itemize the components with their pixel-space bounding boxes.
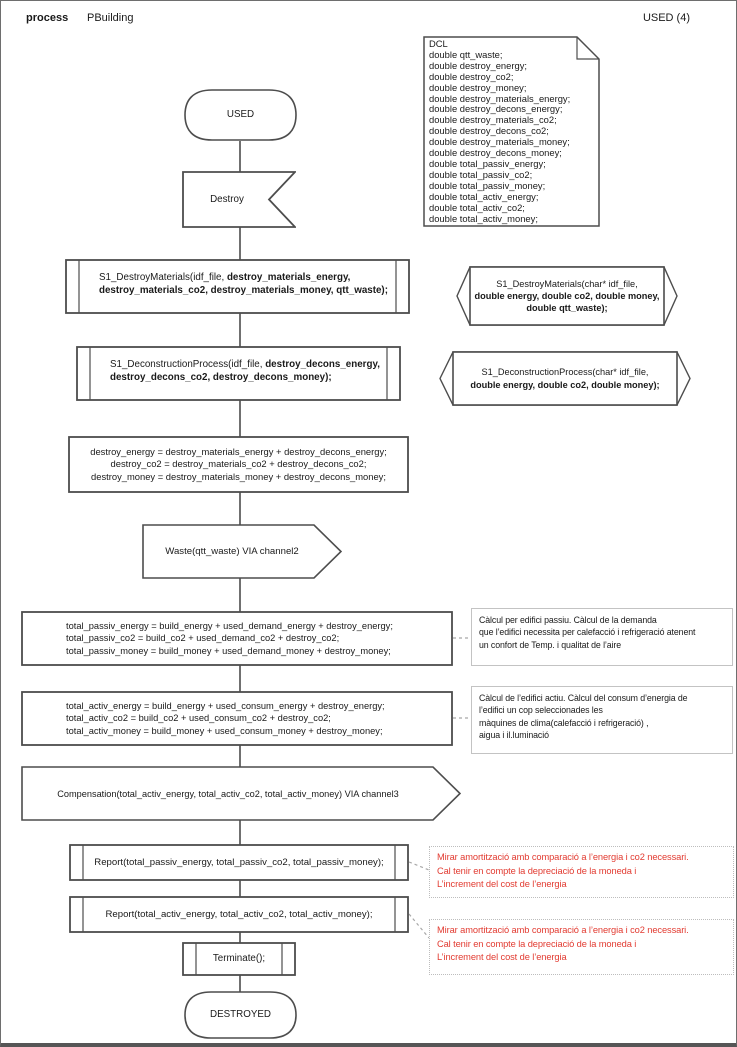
comment-passiv-line1: Càlcul per edifici passiu. Càlcul de la … — [479, 615, 657, 625]
state-destroyed: DESTROYED — [184, 991, 297, 1039]
process-name: PBuilding — [87, 12, 134, 24]
task-destroy-totals: destroy_energy = destroy_materials_energ… — [68, 436, 409, 493]
task-shape — [68, 436, 409, 493]
note-report-activ: Mirar amortització amb comparació a l’en… — [429, 919, 734, 975]
procedure-call-shape — [69, 896, 409, 933]
call-terminate: Terminate(); — [182, 942, 296, 976]
state-shape — [184, 89, 297, 141]
note-report-activ-line3: L’increment del cost de l’energia — [437, 952, 567, 962]
note-report-passiv-line2: Cal tenir en compte la depreciació de la… — [437, 865, 637, 876]
task-total-passiv: total_passiv_energy = build_energy + use… — [21, 611, 453, 666]
note-report-activ-line2: Cal tenir en compte la depreciació de la… — [437, 938, 637, 949]
call-report-passiv: Report(total_passiv_energy, total_passiv… — [69, 844, 409, 881]
comment-activ-line1: Càlcul de l’edifici actiu. Càlcul del co… — [479, 693, 688, 703]
call-destroy-materials-text: S1_DestroyMaterials(idf_file, destroy_ma… — [99, 272, 388, 296]
comment-activ-line3: màquines de clima(calefacció i refrigera… — [479, 717, 649, 728]
comment-passiv-line2: que l’edifici necessita per calefacció i… — [479, 627, 696, 638]
output-compensation: Compensation(total_activ_energy, total_a… — [21, 766, 461, 821]
output-signal-shape — [21, 766, 461, 821]
state-used-label: USED — [226, 109, 255, 120]
input-signal-shape — [182, 171, 296, 228]
procedure-decl-shape — [439, 351, 691, 406]
process-keyword: process — [26, 12, 69, 24]
output-waste-label: Waste(qtt_waste) VIA channel2 — [165, 545, 299, 557]
comment-passiv-line3: un confort de Temp. i qualitat de l’aire — [479, 639, 622, 650]
comment-activ: Càlcul de l’edifici actiu. Càlcul del co… — [471, 686, 733, 754]
input-destroy-label: Destroy — [210, 193, 244, 205]
decl-deconstruction-text: S1_DeconstructionProcess(char* idf_file,… — [470, 367, 660, 390]
state-used: USED — [184, 89, 297, 141]
task-shape — [21, 611, 453, 666]
state-destroyed-label: DESTROYED — [210, 1009, 271, 1020]
call-report-passiv-label: Report(total_passiv_energy, total_passiv… — [94, 856, 384, 868]
comment-passiv: Càlcul per edifici passiu. Càlcul de la … — [471, 608, 733, 666]
output-signal-shape — [142, 524, 342, 579]
note-report-passiv-line1: Mirar amortització amb comparació a l’en… — [437, 852, 689, 862]
call-terminate-label: Terminate(); — [212, 953, 266, 964]
dcl-note: DCL double qtt_waste; double destroy_ene… — [423, 36, 600, 227]
note-report-passiv-line3: L’increment del cost de l’energia — [437, 879, 567, 889]
call-deconstruction-text: S1_DeconstructionProcess(idf_file, destr… — [110, 359, 380, 383]
call-report-activ: Report(total_activ_energy, total_activ_c… — [69, 896, 409, 933]
note-report-activ-line1: Mirar amortització amb comparació a l’en… — [437, 925, 689, 935]
state-shape — [184, 991, 297, 1039]
call-destroy-materials: S1_DestroyMaterials(idf_file, destroy_ma… — [65, 259, 410, 314]
output-waste: Waste(qtt_waste) VIA channel2 — [142, 524, 342, 579]
note-report-passiv: Mirar amortització amb comparació a l’en… — [429, 846, 734, 898]
procedure-call-shape — [76, 346, 401, 401]
call-deconstruction: S1_DeconstructionProcess(idf_file, destr… — [76, 346, 401, 401]
output-compensation-label: Compensation(total_activ_energy, total_a… — [57, 788, 399, 799]
decl-destroy-materials: S1_DestroyMaterials(char* idf_file, doub… — [456, 266, 678, 326]
task-shape — [21, 691, 453, 746]
procedure-call-shape — [69, 844, 409, 881]
procedure-decl-shape — [456, 266, 678, 326]
note-shape — [423, 36, 600, 227]
decl-destroy-materials-text: S1_DestroyMaterials(char* idf_file, doub… — [474, 278, 660, 314]
comment-activ-line2: l’edifici un cop seleccionades les — [479, 705, 603, 716]
task-destroy-totals-text: destroy_energy = destroy_materials_energ… — [90, 445, 387, 482]
task-total-activ-text: total_activ_energy = build_energy + used… — [66, 700, 385, 736]
page-reference: USED (4) — [642, 12, 690, 24]
decl-deconstruction: S1_DeconstructionProcess(char* idf_file,… — [439, 351, 691, 406]
call-report-activ-label: Report(total_activ_energy, total_activ_c… — [105, 908, 373, 920]
task-total-activ: total_activ_energy = build_energy + used… — [21, 691, 453, 746]
dcl-text: DCL double qtt_waste; double destroy_ene… — [429, 38, 571, 224]
comment-activ-line4: aigua i il.luminació — [479, 730, 549, 741]
input-destroy: Destroy — [182, 171, 296, 228]
procedure-call-shape — [182, 942, 296, 976]
procedure-call-shape — [65, 259, 410, 314]
task-total-passiv-text: total_passiv_energy = build_energy + use… — [66, 620, 393, 656]
